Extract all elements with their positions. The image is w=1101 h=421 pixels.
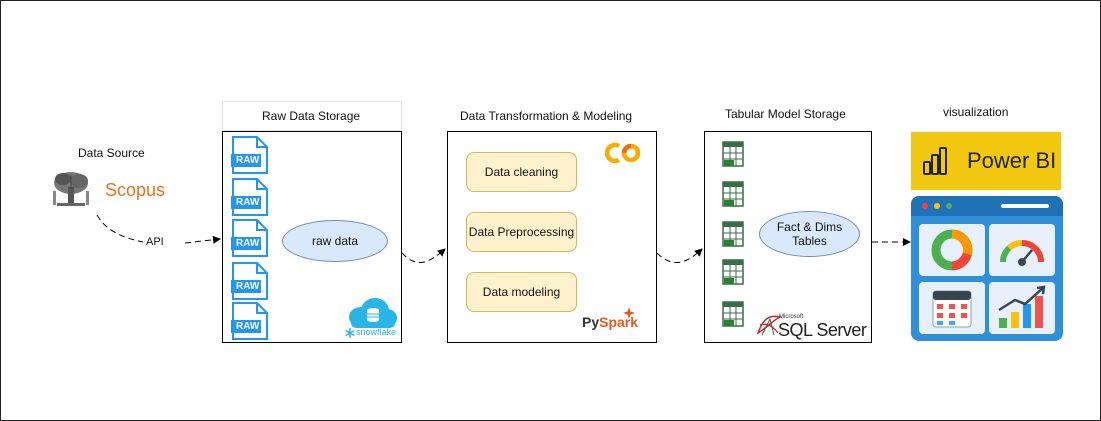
raw-file-icon: RAW bbox=[231, 262, 271, 305]
spark-star-icon bbox=[623, 307, 635, 319]
step-data-preprocessing: Data Preprocessing bbox=[466, 212, 577, 252]
fact-dims-ellipse: Fact & Dims Tables bbox=[759, 211, 860, 257]
snowflake-icon bbox=[345, 328, 355, 338]
snowflake-logo-text: snowflake bbox=[356, 327, 397, 337]
step-data-modeling: Data modeling bbox=[466, 272, 577, 312]
sql-server-icon bbox=[756, 315, 783, 336]
api-connector-label: API bbox=[144, 236, 166, 248]
dashboard-icon bbox=[911, 196, 1063, 341]
table-icon bbox=[722, 141, 744, 167]
sql-server-microsoft-text: Microsoft bbox=[779, 314, 804, 320]
connector-source-to-raw-arrow bbox=[184, 235, 221, 244]
raw-file-icon: RAW bbox=[231, 219, 271, 262]
sql-server-logo-text: SQL Server bbox=[778, 320, 867, 340]
table-icon bbox=[722, 221, 744, 247]
raw-storage-title: Raw Data Storage bbox=[262, 109, 361, 123]
visualization-title: visualization bbox=[943, 105, 1009, 119]
table-icon bbox=[722, 181, 744, 207]
raw-file-icon: RAW bbox=[231, 136, 271, 179]
snowflake-cloud-icon bbox=[349, 298, 397, 328]
elsevier-tree-icon bbox=[49, 169, 93, 213]
transformation-title: Data Transformation & Modeling bbox=[460, 109, 633, 123]
raw-badge: RAW bbox=[236, 238, 260, 249]
pyspark-py: Py bbox=[582, 314, 600, 330]
connector-source-to-raw bbox=[96, 214, 144, 243]
raw-file-icon: RAW bbox=[231, 302, 271, 345]
step-data-cleaning: Data cleaning bbox=[466, 152, 577, 192]
raw-badge: RAW bbox=[236, 155, 260, 166]
pyspark-spark: Spark bbox=[599, 314, 639, 330]
raw-file-icon: RAW bbox=[231, 178, 271, 221]
powerbi-logo-icon bbox=[923, 147, 947, 175]
scopus-logo-text: Scopus bbox=[105, 180, 166, 200]
connector-raw-to-transform bbox=[401, 248, 446, 263]
raw-badge: RAW bbox=[236, 281, 260, 292]
raw-data-ellipse: raw data bbox=[282, 220, 388, 262]
table-icon bbox=[722, 259, 744, 285]
powerbi-logo-text: Power BI bbox=[967, 148, 1057, 173]
raw-badge: RAW bbox=[236, 197, 260, 208]
connector-transform-to-tabular bbox=[656, 248, 703, 263]
tabular-title: Tabular Model Storage bbox=[725, 107, 846, 121]
colab-logo-icon bbox=[604, 142, 641, 164]
pyspark-logo: PySpark bbox=[582, 314, 638, 330]
powerbi-banner bbox=[911, 132, 1061, 190]
data-source-title: Data Source bbox=[78, 146, 145, 160]
raw-storage-header bbox=[222, 101, 402, 131]
raw-badge: RAW bbox=[236, 321, 260, 332]
table-icon bbox=[722, 301, 744, 327]
